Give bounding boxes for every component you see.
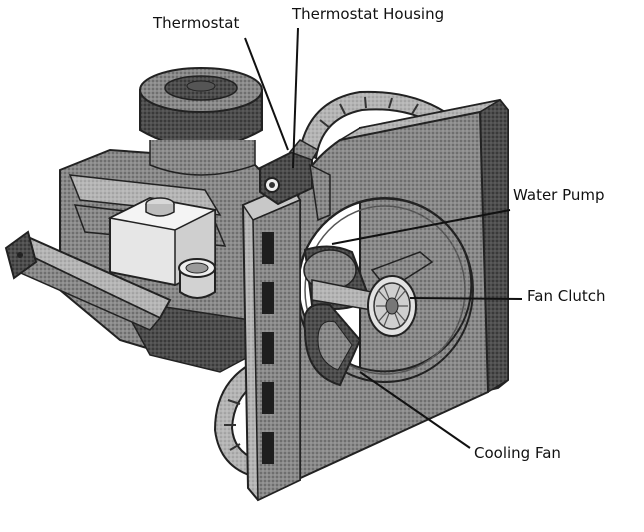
cooling-fan-label: Cooling Fan bbox=[474, 444, 561, 462]
exhaust-manifold bbox=[4, 230, 172, 331]
thermostat-housing-column bbox=[241, 183, 302, 502]
thermostat-housing-label: Thermostat Housing bbox=[292, 5, 445, 23]
air-cleaner bbox=[139, 67, 263, 176]
cooling-fan-leader bbox=[359, 371, 471, 449]
thermostat-housing-leader bbox=[292, 27, 299, 169]
water-pump-label: Water Pump bbox=[513, 186, 605, 204]
filler-neck bbox=[178, 258, 216, 299]
thermostat-leader bbox=[244, 37, 289, 151]
fan-clutch-leader bbox=[409, 297, 523, 300]
fan-clutch bbox=[367, 275, 417, 337]
thermostat-label: Thermostat bbox=[153, 14, 240, 32]
thermostat bbox=[259, 139, 331, 222]
leader-lines bbox=[244, 27, 523, 449]
water-pump-leader bbox=[331, 209, 511, 245]
fan-clutch-label: Fan Clutch bbox=[527, 287, 606, 305]
